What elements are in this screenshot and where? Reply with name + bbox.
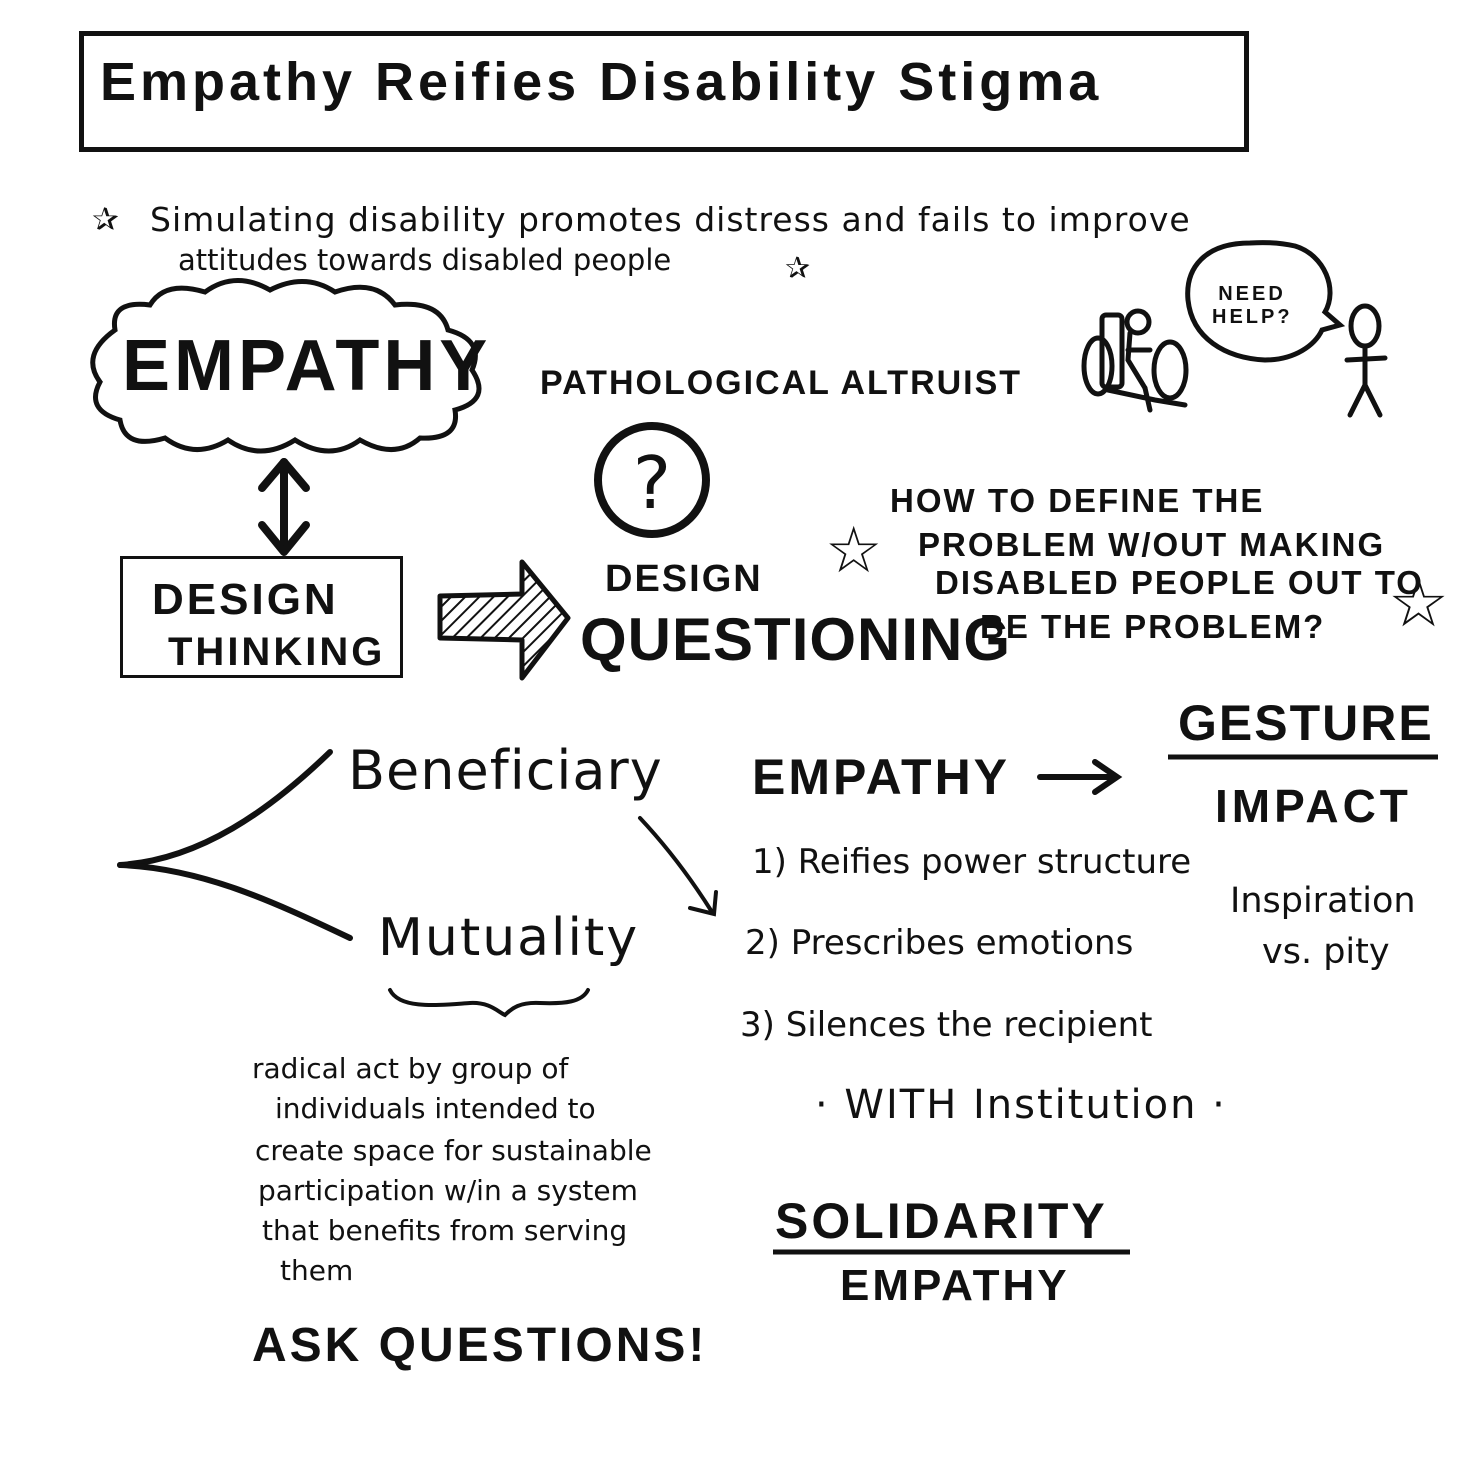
mutuality-definition-line: participation w/in a system: [258, 1174, 638, 1207]
star-icon: ✰: [92, 200, 119, 238]
curved-arrow-icon: [638, 816, 718, 917]
cloud-label: EMPATHY: [122, 326, 492, 406]
list-item: 3) Silences the recipient: [740, 1005, 1153, 1045]
mutuality-definition-line: create space for sustainable: [255, 1134, 652, 1167]
double-arrow-icon: [258, 458, 310, 556]
speech-bubble-text: NEED HELP?: [1212, 283, 1292, 329]
mutuality-label: Mutuality: [378, 908, 640, 968]
how-question-line: HOW TO DEFINE THE: [890, 482, 1265, 519]
mutuality-definition-line: radical act by group of: [252, 1052, 569, 1085]
speech-bubble: [1185, 240, 1346, 363]
hatched-arrow-icon: [437, 559, 571, 681]
list-item: 1) Reifies power structure: [752, 842, 1192, 882]
empathy-heading: EMPATHY: [752, 749, 1011, 805]
design-questioning-label: DESIGN: [605, 558, 763, 600]
star-icon: ✰: [785, 251, 810, 286]
beneficiary-label: Beneficiary: [348, 739, 663, 802]
title-box: [79, 31, 1249, 152]
mutuality-definition-line: them: [280, 1254, 354, 1287]
list-item: 2) Prescribes emotions: [745, 923, 1134, 963]
wheelchair-user-icon: [1081, 308, 1189, 413]
how-question-line: PROBLEM W/OUT MAKING: [918, 526, 1386, 563]
curly-brace: [388, 988, 590, 1018]
mutuality-definition-line: that benefits from serving: [262, 1214, 628, 1247]
ask-questions-label: ASK QUESTIONS!: [252, 1319, 708, 1372]
mutuality-definition-line: individuals intended to: [275, 1092, 596, 1125]
with-institution-label: · WITH Institution ·: [815, 1082, 1227, 1128]
how-question-line: DISABLED PEOPLE OUT TO: [935, 564, 1424, 601]
intro-line: Simulating disability promotes distress …: [150, 200, 1191, 239]
design-thinking-label: DESIGN: [152, 575, 339, 624]
fraction-denominator: IMPACT: [1215, 780, 1412, 832]
page-title: Empathy Reifies Disability Stigma: [100, 52, 1103, 112]
solidarity-numerator: SOLIDARITY: [775, 1193, 1108, 1249]
star-icon: ☆: [1388, 564, 1449, 643]
intro-line: attitudes towards disabled people: [178, 243, 672, 277]
pathological-altruist-label: PATHOLOGICAL ALTRUIST: [540, 364, 1023, 402]
inspiration-line: Inspiration: [1230, 881, 1416, 921]
inspiration-line: vs. pity: [1262, 932, 1390, 972]
stick-figure-icon: [1344, 303, 1388, 418]
design-questioning-label: QUESTIONING: [580, 606, 1012, 673]
branch-lines: [117, 749, 353, 941]
solidarity-denominator: EMPATHY: [840, 1261, 1070, 1310]
speech-line: NEED: [1218, 283, 1286, 305]
design-thinking-box: [120, 556, 403, 678]
right-arrow-icon: [1037, 759, 1123, 795]
speech-line: HELP?: [1212, 306, 1293, 328]
question-mark-icon: ?: [633, 441, 671, 525]
how-question-line: BE THE PROBLEM?: [980, 608, 1326, 645]
fraction-numerator: GESTURE: [1178, 695, 1434, 751]
question-circle: [594, 422, 710, 538]
star-icon: ☆: [825, 514, 882, 588]
cloud-shape: [90, 278, 482, 454]
design-thinking-label: THINKING: [168, 630, 386, 674]
